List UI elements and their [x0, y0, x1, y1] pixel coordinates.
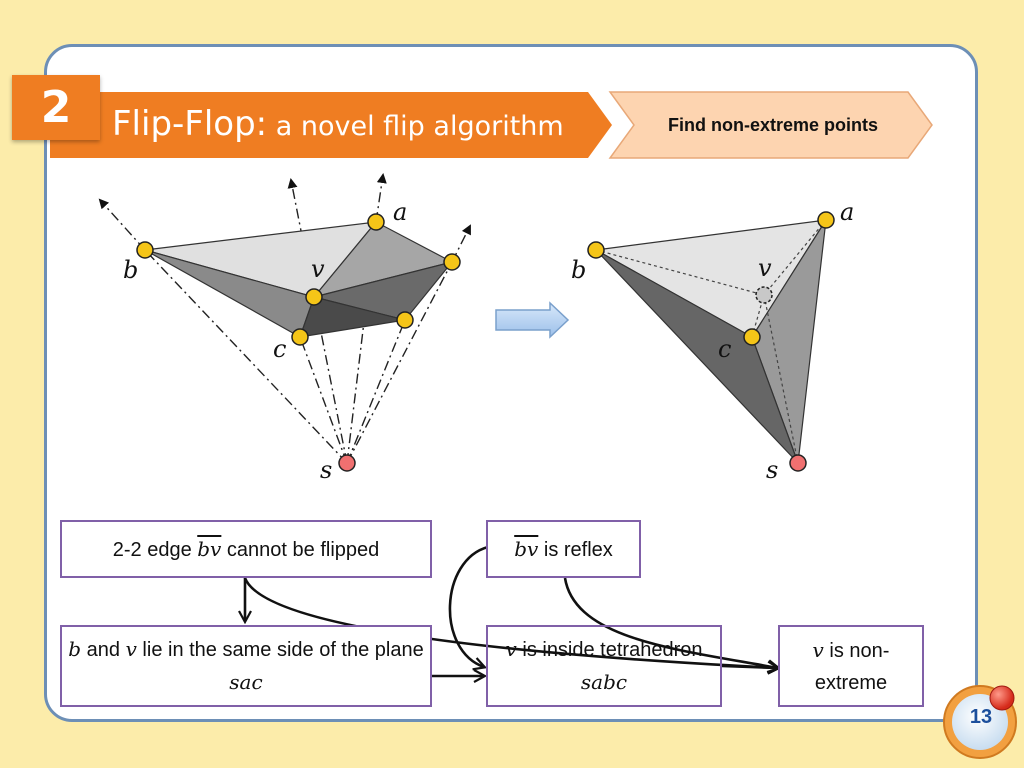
ray-sc: [299, 336, 348, 464]
label-b-left: b: [123, 256, 138, 284]
vertex-v-right: [755, 286, 773, 304]
right-vertices: [587, 211, 835, 472]
vertex-5-left: [443, 253, 461, 271]
ray-s5: [346, 261, 453, 464]
box3-b: b: [68, 637, 82, 661]
vertex-s-right: [789, 454, 807, 472]
subtitle-tag: Find non-extreme points: [667, 114, 878, 135]
title-sub: a novel flip algorithm: [267, 111, 564, 142]
box4-tet: sabc: [580, 670, 628, 694]
label-a-right: a: [840, 198, 854, 226]
page-number-badge: [943, 685, 1017, 759]
box3-mid: lie in the same side of the plane: [136, 639, 424, 661]
face-bcs: [595, 249, 799, 464]
label-a-left: a: [393, 198, 407, 226]
label-v-right: v: [758, 254, 772, 282]
slide-title: Flip-Flop: a novel flip algorithm: [112, 104, 564, 144]
title-main: Flip-Flop:: [112, 104, 268, 144]
label-c-left: c: [273, 335, 286, 363]
vertex-a-right: [817, 211, 835, 229]
vertex-b-right: [587, 241, 605, 259]
label-c-right: c: [718, 335, 731, 363]
ray-sb: [144, 249, 348, 464]
ray-ext-b: [98, 198, 146, 251]
vertex-v-left: [305, 288, 323, 306]
transition-arrow-icon: [495, 301, 570, 339]
box2-text: bv is reflex: [514, 533, 613, 566]
box3-text: b and v lie in the same side of the plan…: [68, 633, 424, 699]
edge-sv: [763, 294, 799, 464]
slide-number-badge: 2: [12, 75, 100, 140]
box3-and: and: [81, 639, 126, 661]
connector-2-to-5: [563, 577, 778, 668]
box2-post: is reflex: [538, 538, 613, 561]
badge-red-dot-icon: [989, 685, 1015, 711]
box4-text: v is inside tetrahedron sabc: [496, 633, 712, 699]
label-s-right: s: [766, 456, 778, 484]
box5-v: v: [812, 637, 824, 662]
box1-text: 2-2 edge bv cannot be flipped: [113, 533, 380, 566]
box5-post: is non-extreme: [814, 639, 890, 694]
title-bar: [50, 92, 612, 158]
connector-4-to-5: [721, 666, 778, 668]
vertex-c-right: [743, 328, 761, 346]
face-v4c: [299, 296, 406, 338]
left-polyhedron: [98, 173, 471, 464]
vertex-4-left: [396, 311, 414, 329]
ray-s4: [346, 319, 406, 464]
left-faces: [144, 221, 454, 338]
box1-pre: 2-2 edge: [112, 538, 198, 561]
connector-2-to-4: [448, 545, 489, 667]
statement-box-unflippable-edge: 2-2 edge bv cannot be flipped: [60, 520, 432, 578]
vertex-a-left: [367, 213, 385, 231]
box1-edge: bv: [197, 536, 222, 561]
statement-box-non-extreme: v is non-extreme: [778, 625, 924, 707]
edge-av: [763, 219, 827, 296]
label-b-right: b: [571, 256, 586, 284]
box4-mid: is inside tetrahedron: [516, 639, 703, 661]
label-s-left: s: [320, 456, 332, 484]
left-vertices: [136, 213, 461, 472]
vertex-b-left: [136, 241, 154, 259]
box2-edge: bv: [514, 536, 539, 561]
badge-inner: [952, 694, 1008, 750]
subtitle-tag-shape: [608, 91, 933, 159]
box3-v: v: [125, 637, 137, 661]
box1-post: cannot be flipped: [221, 538, 380, 561]
statement-box-inside-tetrahedron: v is inside tetrahedron sabc: [486, 625, 722, 707]
box5-text: v is non-extreme: [790, 634, 912, 699]
box3-plane: sac: [229, 670, 263, 694]
vertex-c-left: [291, 328, 309, 346]
label-v-left: v: [311, 255, 325, 283]
edge-bv: [595, 249, 765, 296]
box4-v: v: [505, 637, 517, 661]
statement-box-reflex: bv is reflex: [486, 520, 641, 578]
right-tetrahedron: [594, 219, 828, 464]
page-number: 13: [969, 706, 993, 728]
vertex-s-left: [338, 454, 356, 472]
statement-box-same-side: b and v lie in the same side of the plan…: [60, 625, 432, 707]
